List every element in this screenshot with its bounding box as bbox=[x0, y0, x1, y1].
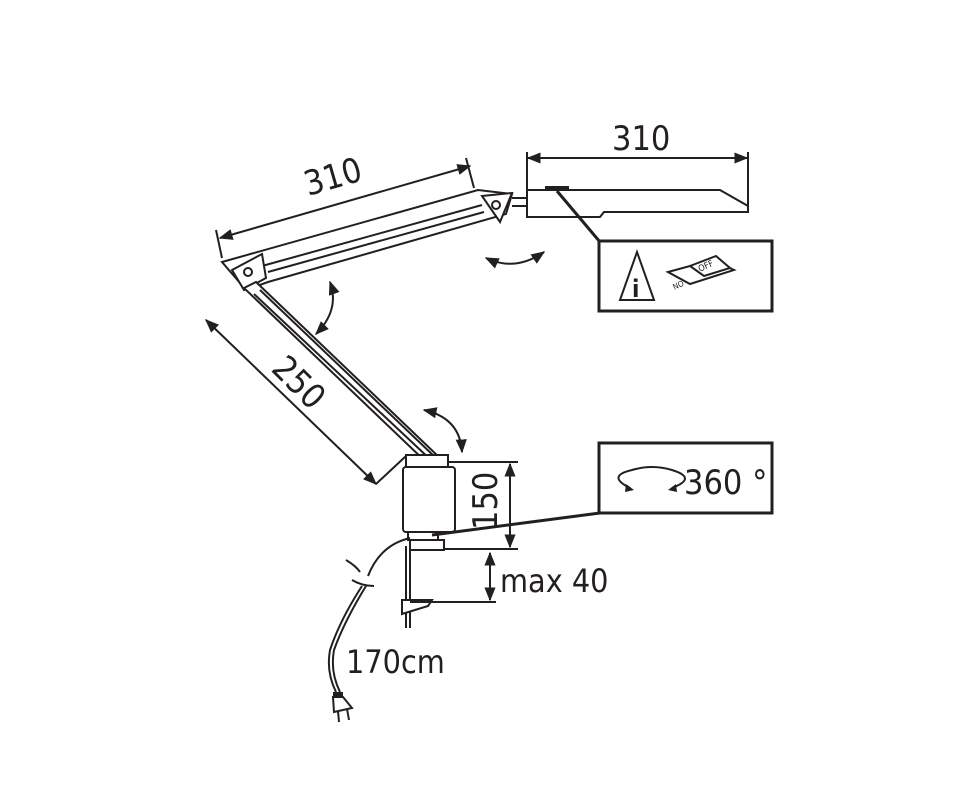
clamp-base bbox=[401, 454, 456, 628]
clamp-opening-label: max 40 bbox=[500, 562, 608, 600]
head-length-label: 310 bbox=[612, 119, 670, 159]
hinge-icon bbox=[243, 267, 253, 277]
svg-text:i: i bbox=[632, 275, 639, 303]
base-rotation-arrow-icon bbox=[422, 407, 467, 454]
power-cable: 170cm bbox=[327, 537, 445, 723]
rotate-360-icon bbox=[617, 466, 686, 489]
upper-arm-dimension: 310 bbox=[215, 150, 475, 259]
head-rotation-arrow-icon bbox=[484, 251, 546, 269]
switch-icon bbox=[545, 186, 569, 191]
base-height-label: 150 bbox=[466, 472, 506, 530]
on-off-switch-icon: OFF ON bbox=[665, 254, 737, 291]
plug-icon bbox=[331, 692, 354, 723]
base-height-dimension: 150 bbox=[444, 461, 518, 550]
lamp-head: 310 bbox=[526, 119, 749, 243]
rotation-info-box: 360 ° bbox=[597, 441, 774, 515]
clamp-opening-dimension: max 40 bbox=[410, 551, 608, 603]
cable-length-label: 170cm bbox=[346, 643, 445, 681]
upper-arm-length-label: 310 bbox=[299, 150, 366, 205]
elbow-rotation-arrow-icon bbox=[315, 280, 340, 335]
svg-text:ON: ON bbox=[671, 278, 685, 291]
rotation-label: 360 ° bbox=[684, 463, 767, 503]
upper-arm bbox=[220, 188, 528, 292]
switch-info-box: i OFF ON bbox=[597, 239, 774, 313]
warning-triangle-icon bbox=[618, 249, 656, 301]
